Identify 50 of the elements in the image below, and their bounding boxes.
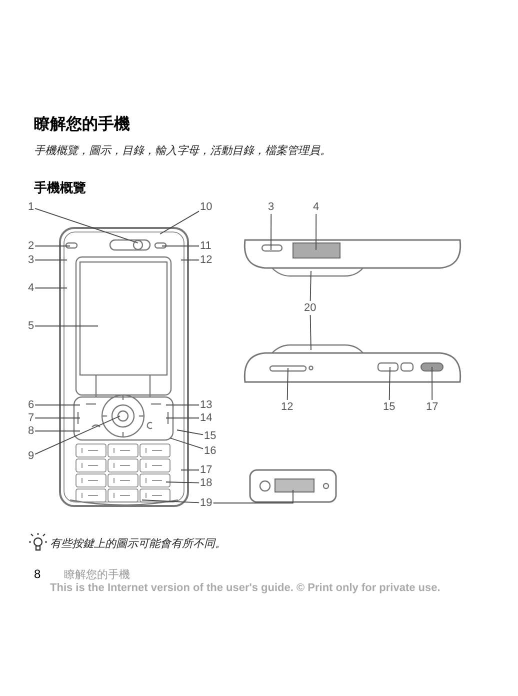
leader-line xyxy=(310,270,312,302)
callout-number: 7 xyxy=(28,412,34,424)
leader-line xyxy=(34,416,120,455)
callout-number: 2 xyxy=(28,240,34,252)
leader-line xyxy=(34,430,80,432)
callout-number: 11 xyxy=(200,240,212,252)
leader-line xyxy=(432,366,433,400)
heading: 瞭解您的手機 xyxy=(34,114,130,135)
callout-number: 18 xyxy=(200,477,212,489)
callout-number: 9 xyxy=(28,450,34,462)
callout-number: 17 xyxy=(426,401,438,413)
callout-number: 4 xyxy=(313,201,320,213)
leader-line xyxy=(142,500,200,504)
leader-line xyxy=(270,214,272,250)
leader-line xyxy=(212,490,294,504)
callout-number: 14 xyxy=(200,412,212,424)
note-text: 有些按鍵上的圖示可能會有所不同。 xyxy=(50,537,226,551)
leader-line xyxy=(310,314,312,350)
leader-line xyxy=(170,438,204,450)
leader-line xyxy=(166,482,200,484)
footer-title: 瞭解您的手機 xyxy=(64,568,130,582)
callout-number: 5 xyxy=(28,320,34,332)
callout-number: 13 xyxy=(200,399,212,411)
callout-number: 20 xyxy=(304,302,316,314)
subheading: 手機概覽 xyxy=(34,179,86,197)
callout-number: 6 xyxy=(28,399,34,411)
callout-number: 1 xyxy=(28,201,34,213)
callout-number: 16 xyxy=(204,445,216,457)
callout-number: 4 xyxy=(28,282,34,294)
leader-line xyxy=(316,214,317,250)
leader-line xyxy=(160,210,200,234)
callout-number: 8 xyxy=(28,425,34,437)
callout-number: 15 xyxy=(383,401,396,413)
leader-line xyxy=(286,368,288,400)
callout-number: 19 xyxy=(200,497,212,509)
callout-number: 12 xyxy=(281,401,294,413)
callout-number: 17 xyxy=(200,464,212,476)
page-number: 8 xyxy=(34,567,41,581)
leader-line xyxy=(34,404,80,406)
leader-line xyxy=(166,404,200,406)
leader-line xyxy=(388,366,390,400)
leader-line xyxy=(34,208,138,244)
leader-line xyxy=(176,430,204,436)
callout-number: 15 xyxy=(204,430,216,442)
callout-number: 3 xyxy=(268,201,274,213)
footer-notice: This is the Internet version of the user's guide. © Print only for private use. xyxy=(50,582,440,594)
intro-text: 手機概覽，圖示，目錄，輸入字母，活動目錄，檔案管理員。 xyxy=(34,144,332,158)
callout-number: 12 xyxy=(200,254,212,266)
callout-number: 3 xyxy=(28,254,34,266)
callout-number: 10 xyxy=(200,201,212,213)
